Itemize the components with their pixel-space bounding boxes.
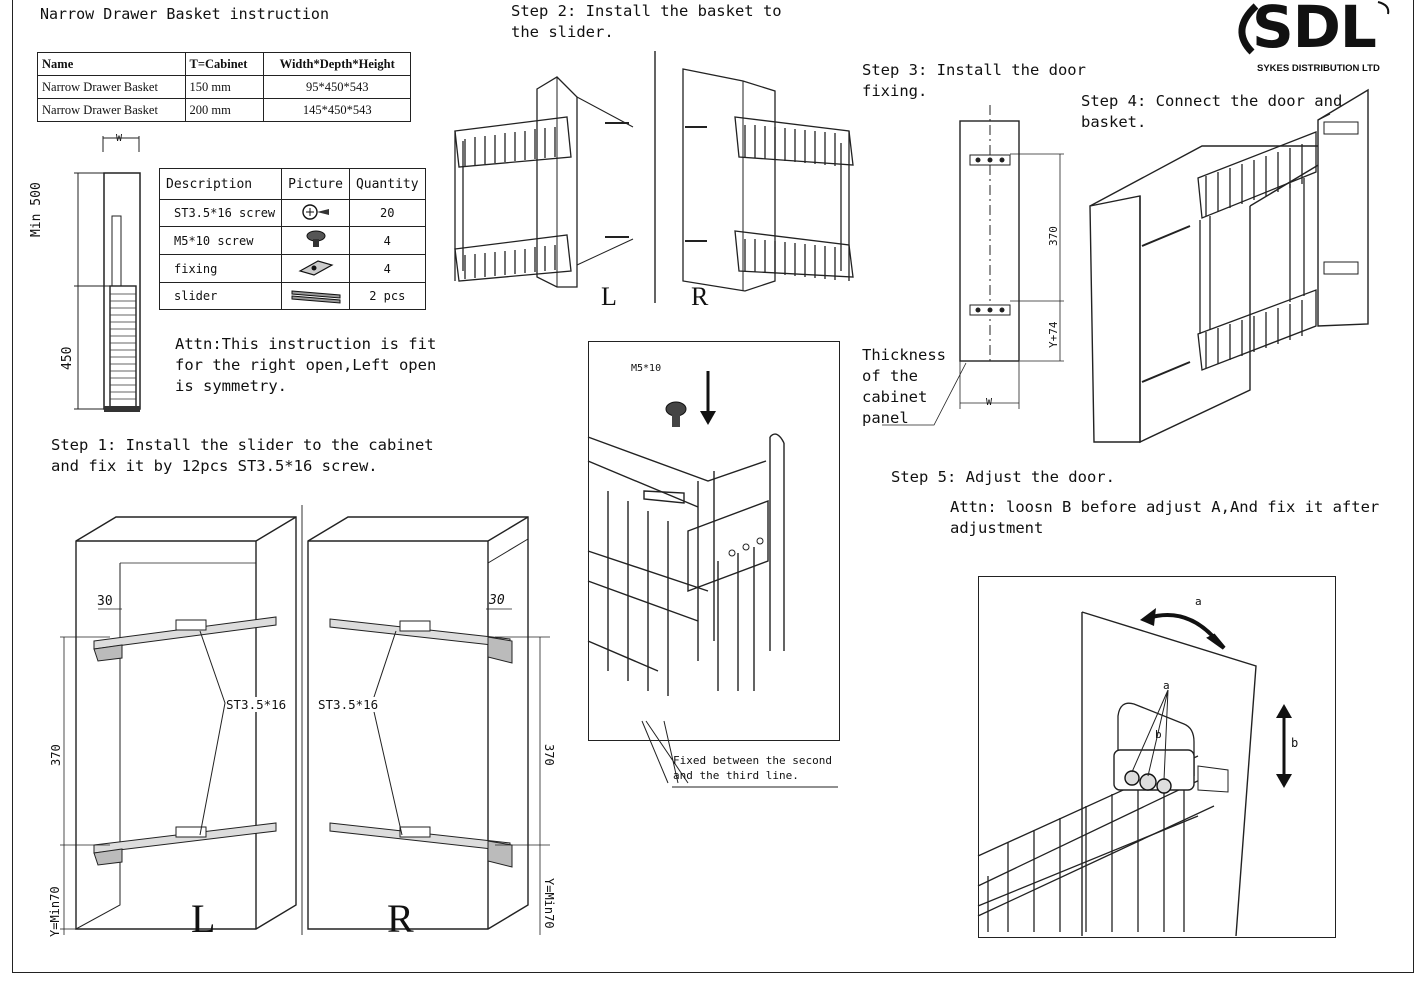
document-title: Narrow Drawer Basket instruction xyxy=(40,5,329,23)
slider-icon xyxy=(291,289,341,304)
sdl-logo: SDL SYKES DISTRIBUTION LTD xyxy=(1228,0,1403,80)
step2-text: Step 2: Install the basket to the slider… xyxy=(511,2,782,41)
parts-header-quantity: Quantity xyxy=(348,168,426,200)
step1-right-top-dim: 30 xyxy=(489,593,505,608)
logo-swoosh-icon xyxy=(1238,1,1390,55)
step5-label-a-top: a xyxy=(1195,595,1202,608)
table-row: ST3.5*16 screw 20 xyxy=(158,199,426,227)
detail-bolt-label: M5*10 xyxy=(631,363,662,374)
step5-basket xyxy=(977,702,1215,932)
detail-frame xyxy=(588,341,840,741)
parts-quantity: 4 xyxy=(348,226,426,255)
step2-left-side: L xyxy=(601,282,617,311)
detail-drawing xyxy=(587,371,838,788)
step4-drawing xyxy=(1089,88,1369,444)
parts-quantity: 4 xyxy=(348,254,426,283)
parts-table: Description Picture Quantity ST3.5*16 sc… xyxy=(158,168,426,310)
parts-header-picture: Picture xyxy=(281,168,350,200)
spec-cell: 150 mm xyxy=(184,75,265,99)
spec-header-cabinet: T=Cabinet xyxy=(184,52,265,76)
parts-description: ST3.5*16 screw xyxy=(158,199,283,227)
parts-picture xyxy=(281,199,350,227)
spec-cell: Narrow Drawer Basket xyxy=(37,98,186,122)
step1-left-side: L xyxy=(191,896,216,941)
right-top-slider xyxy=(329,618,513,664)
left-basket xyxy=(454,116,572,282)
step5-drawing xyxy=(977,608,1292,937)
table-row: Narrow Drawer Basket 150 mm 95*450*543 xyxy=(37,75,411,99)
table-row: M5*10 screw 4 xyxy=(158,226,426,255)
step5-label-b-mid: b xyxy=(1155,728,1162,741)
step3-text: Step 3: Install the door fixing. xyxy=(862,61,1086,100)
step3-dim-height: 370 xyxy=(1047,226,1060,246)
step4-text: Step 4: Connect the door and basket. xyxy=(1081,92,1343,131)
spec-cell: 95*450*543 xyxy=(263,75,411,99)
step1-right-side: R xyxy=(387,896,414,941)
spec-cell: Narrow Drawer Basket xyxy=(37,75,186,99)
step5-label-a-mid: a xyxy=(1163,679,1170,692)
parts-picture xyxy=(281,254,350,283)
attn-text: Attn:This instruction is fit for the rig… xyxy=(175,335,437,395)
step1-left-top-dim: 30 xyxy=(97,594,113,609)
step5-text: Step 5: Adjust the door. xyxy=(891,468,1115,486)
screw-icon xyxy=(301,203,329,220)
step2-right-side: R xyxy=(691,282,709,311)
spec-cell: 200 mm xyxy=(184,98,265,122)
table-row: fixing 4 xyxy=(158,254,426,283)
parts-header-description: Description xyxy=(158,168,283,200)
fixing-icon xyxy=(297,260,334,276)
step1-right-bottom-dim: Y=Min70 xyxy=(542,878,556,929)
parts-quantity: 20 xyxy=(348,199,426,227)
spec-cell: 145*450*543 xyxy=(263,98,411,122)
table-row: Narrow Drawer Basket 200 mm 145*450*543 xyxy=(37,98,411,122)
step1-text: Step 1: Install the slider to the cabine… xyxy=(51,436,434,475)
lower-fixing xyxy=(969,304,1011,316)
right-bottom-slider xyxy=(329,822,513,868)
right-basket xyxy=(734,116,854,281)
parts-picture xyxy=(281,282,350,310)
step1-right-height-dim: 370 xyxy=(542,744,556,766)
parts-picture xyxy=(281,226,350,255)
step1-left-bottom-dim: Y=Min70 xyxy=(48,886,62,937)
left-top-slider xyxy=(93,616,277,662)
step1-right-screw-label: ST3.5*16 xyxy=(318,697,379,712)
step1-drawing xyxy=(60,505,550,935)
step5-label-b-right: b xyxy=(1291,736,1299,750)
step3-drawing xyxy=(882,105,1064,426)
table-row: slider 2 pcs xyxy=(158,282,426,310)
parts-description: fixing xyxy=(158,254,283,283)
parts-quantity: 2 pcs xyxy=(348,282,426,310)
bolt-icon xyxy=(306,230,326,247)
step1-left-screw-label: ST3.5*16 xyxy=(226,697,287,712)
detail-note: Fixed between the second and the third l… xyxy=(673,754,832,782)
side-min-label: Min 500 xyxy=(29,182,44,237)
parts-description: slider xyxy=(158,282,283,310)
side-view-drawing xyxy=(74,136,141,412)
left-bottom-slider xyxy=(93,822,277,866)
upper-fixing xyxy=(969,154,1011,166)
step2-drawing xyxy=(454,51,854,303)
step5-attn: Attn: loosn B before adjust A,And fix it… xyxy=(950,498,1380,537)
logo-brand: SDL xyxy=(1252,0,1377,61)
spec-header-dimensions: Width*Depth*Height xyxy=(263,52,411,76)
step3-panel-label: Thickness of the cabinet panel xyxy=(862,346,946,427)
side-bottom-label: 450 xyxy=(60,346,75,370)
spec-table: Name T=Cabinet Width*Depth*Height Narrow… xyxy=(37,52,411,122)
step1-left-height-dim: 370 xyxy=(49,744,63,766)
spec-header-name: Name xyxy=(37,52,186,76)
logo-company: SYKES DISTRIBUTION LTD xyxy=(1257,63,1380,74)
step3-dim-bottom: Y+74 xyxy=(1047,321,1060,349)
step4-basket xyxy=(1197,131,1317,371)
step3-width-label: W xyxy=(986,397,993,408)
side-width-label: W xyxy=(116,133,123,144)
page-border xyxy=(12,0,1414,973)
parts-description: M5*10 screw xyxy=(158,226,283,255)
step5-frame xyxy=(978,576,1336,938)
